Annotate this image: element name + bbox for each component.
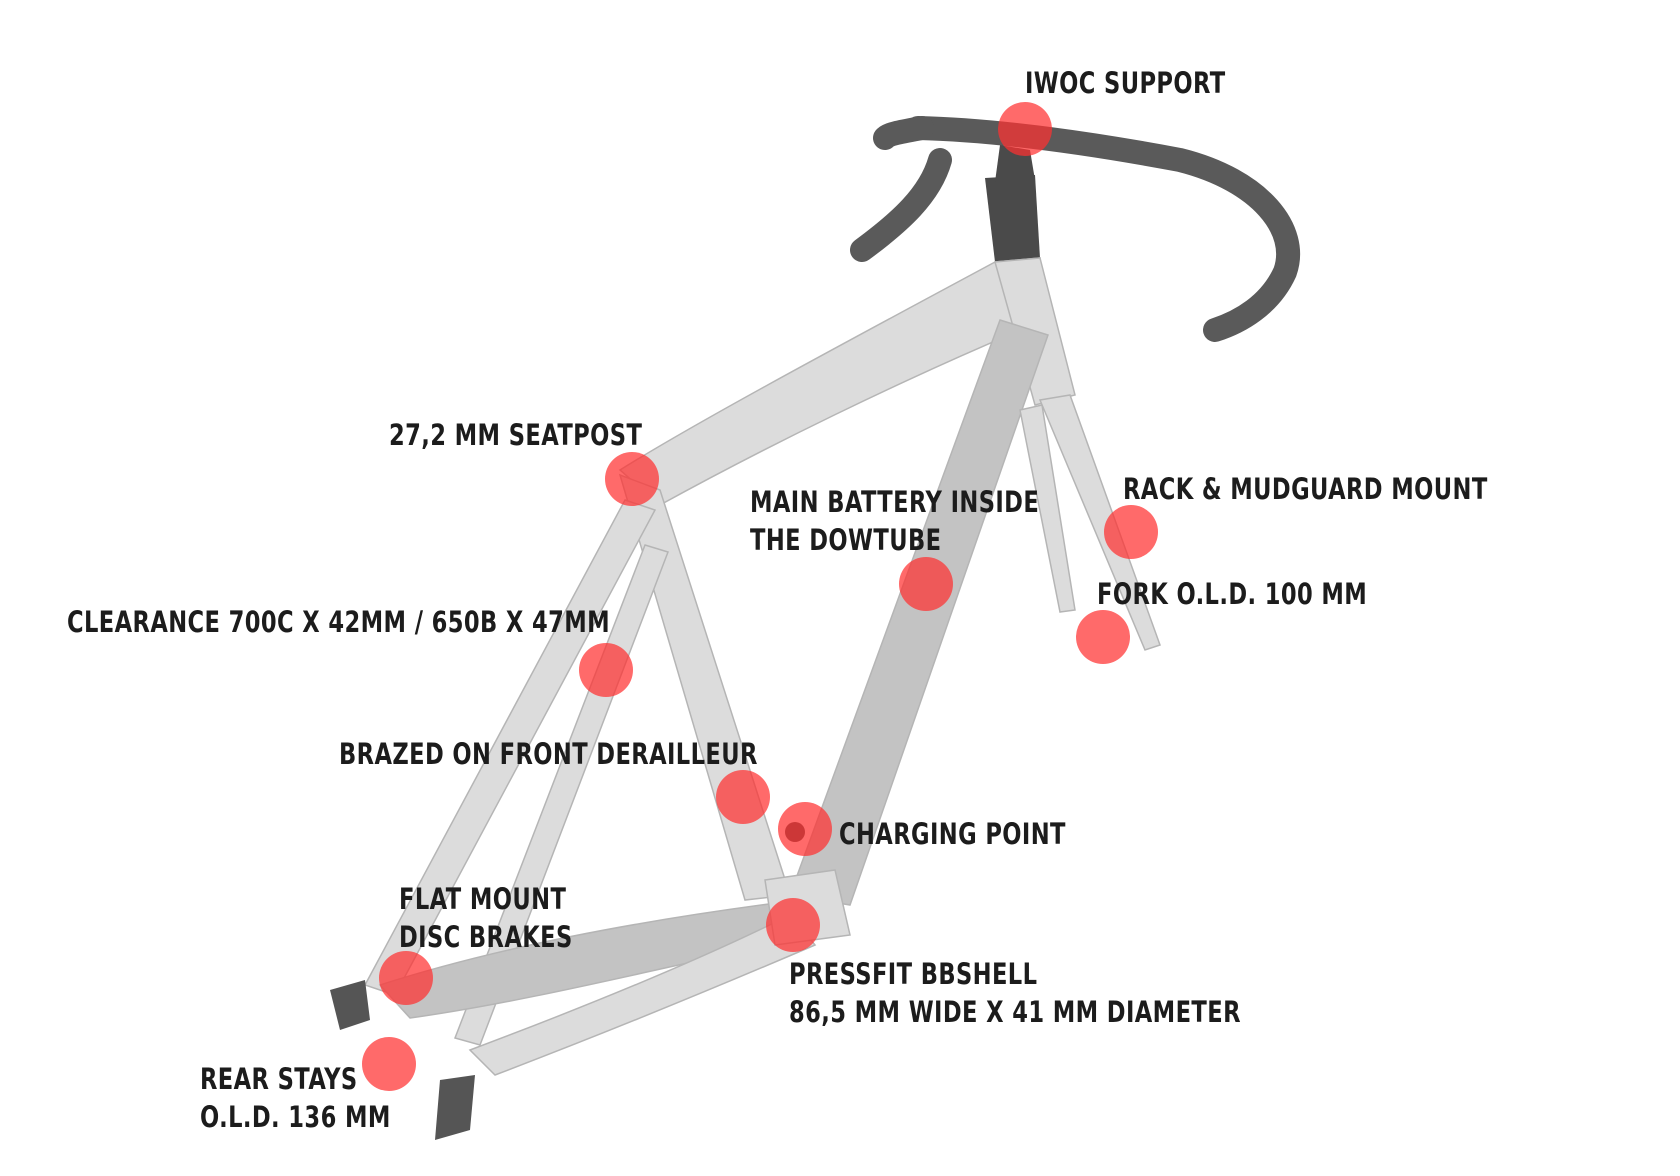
callout-line: THE DOWTUBE bbox=[750, 523, 942, 557]
callout-label-charging-point: CHARGING POINT bbox=[839, 815, 1066, 853]
callout-line: DISC BRAKES bbox=[399, 920, 573, 954]
callout-label-flat-mount: FLAT MOUNT DISC BRAKES bbox=[399, 880, 573, 956]
callout-line: FLAT MOUNT bbox=[399, 882, 567, 916]
callout-line: CLEARANCE 700C X 42MM / 650B X 47MM bbox=[67, 605, 611, 639]
callout-line: O.L.D. 136 MM bbox=[200, 1100, 391, 1134]
marker-charging-point[interactable] bbox=[778, 802, 832, 856]
marker-fork-old[interactable] bbox=[1076, 610, 1130, 664]
bar-left-tip bbox=[873, 116, 934, 150]
marker-seatpost[interactable] bbox=[605, 452, 659, 506]
fork-leg-left bbox=[1019, 404, 1076, 613]
callout-line: RACK & MUDGUARD MOUNT bbox=[1123, 472, 1488, 506]
callout-line: 27,2 MM SEATPOST bbox=[389, 418, 643, 452]
callout-line: FORK O.L.D. 100 MM bbox=[1097, 577, 1368, 611]
stem bbox=[985, 175, 1040, 262]
marker-main-battery[interactable] bbox=[899, 557, 953, 611]
marker-rack-mudguard[interactable] bbox=[1104, 505, 1158, 559]
marker-flat-mount[interactable] bbox=[379, 951, 433, 1005]
marker-rear-stays[interactable] bbox=[362, 1037, 416, 1091]
callout-label-iwoc-support: IWOC SUPPORT bbox=[1025, 64, 1226, 102]
callout-label-clearance: CLEARANCE 700C X 42MM / 650B X 47MM bbox=[67, 603, 610, 641]
callout-line: BRAZED ON FRONT DERAILLEUR bbox=[339, 737, 758, 771]
callout-label-bbshell: PRESSFIT BBSHELL 86,5 MM WIDE X 41 MM DI… bbox=[789, 955, 1241, 1031]
callout-label-fork-old: FORK O.L.D. 100 MM bbox=[1097, 575, 1367, 613]
callout-line: 86,5 MM WIDE X 41 MM DIAMETER bbox=[789, 995, 1241, 1029]
marker-iwoc-support[interactable] bbox=[998, 102, 1052, 156]
down-tube bbox=[788, 319, 1049, 906]
callout-line: CHARGING POINT bbox=[839, 817, 1066, 851]
callout-label-rear-stays: REAR STAYS O.L.D. 136 MM bbox=[200, 1060, 391, 1136]
callout-label-main-battery: MAIN BATTERY INSIDE THE DOWTUBE bbox=[750, 483, 1039, 559]
callout-line: PRESSFIT BBSHELL bbox=[789, 957, 1038, 991]
callout-line: REAR STAYS bbox=[200, 1062, 358, 1096]
rear-dropout-2 bbox=[435, 1075, 475, 1140]
rear-dropout bbox=[330, 980, 370, 1030]
callout-line: IWOC SUPPORT bbox=[1025, 66, 1226, 100]
marker-clearance[interactable] bbox=[579, 643, 633, 697]
marker-bbshell[interactable] bbox=[766, 898, 820, 952]
marker-front-derailleur[interactable] bbox=[716, 770, 770, 824]
chain-stay-2 bbox=[468, 914, 817, 1076]
callout-label-seatpost: 27,2 MM SEATPOST bbox=[389, 416, 642, 454]
callout-line: MAIN BATTERY INSIDE bbox=[750, 485, 1040, 519]
callout-label-rack-mudguard: RACK & MUDGUARD MOUNT bbox=[1123, 470, 1488, 508]
fork-leg-right bbox=[1038, 394, 1161, 651]
callout-label-front-derailleur: BRAZED ON FRONT DERAILLEUR bbox=[339, 735, 758, 773]
